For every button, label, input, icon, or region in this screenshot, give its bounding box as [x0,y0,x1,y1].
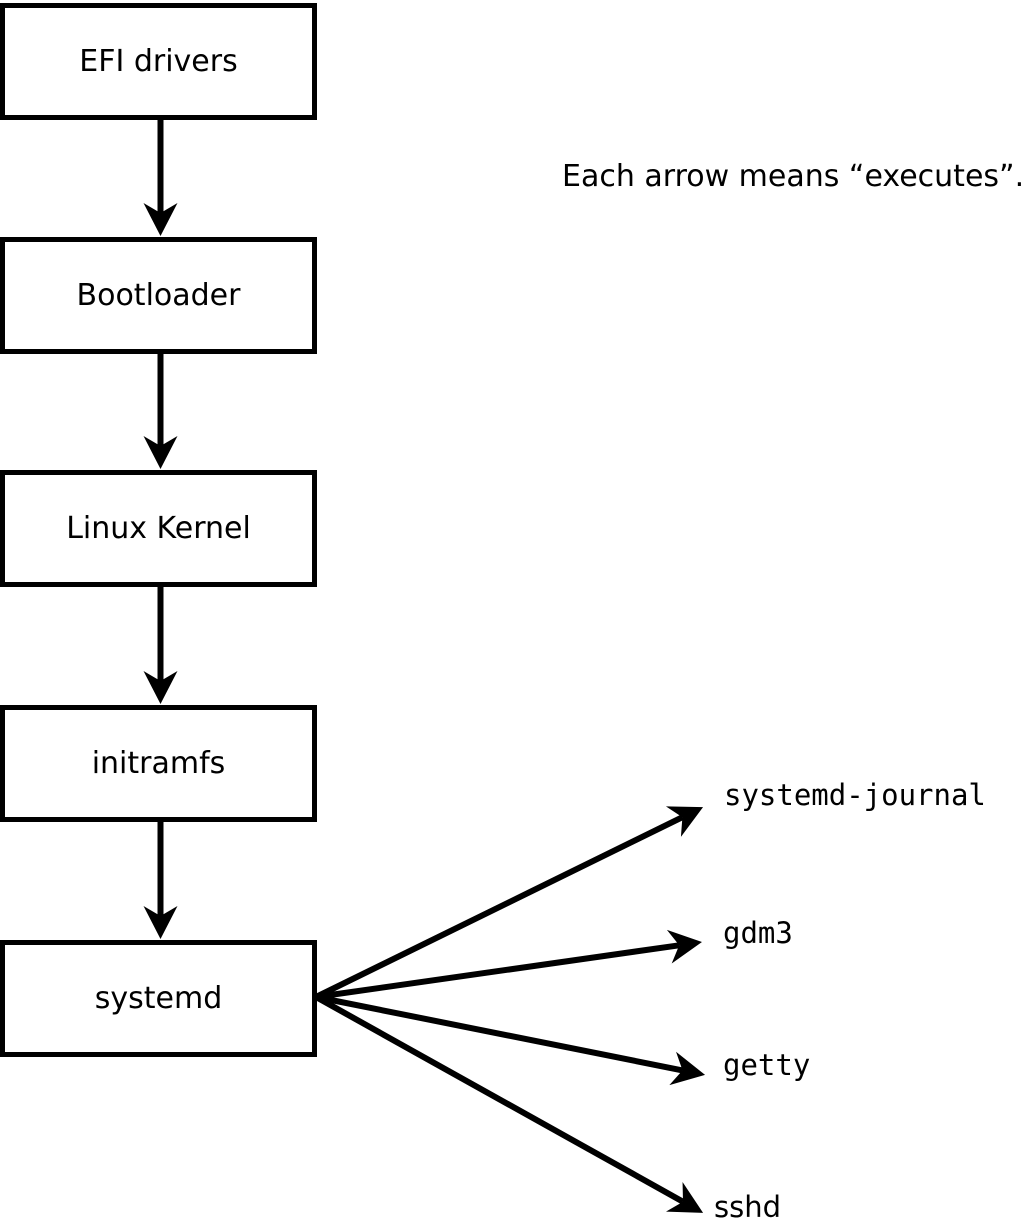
box-initramfs: initramfs [0,705,317,822]
box-efi-drivers: EFI drivers [0,3,317,120]
box-systemd-label: systemd [94,980,223,1016]
box-bootloader-label: Bootloader [76,277,241,313]
label-getty: getty [723,1048,811,1082]
arrow-systemd-to-gdm3 [315,929,702,1000]
arrow-systemd-to-systemd-journal [314,806,704,1000]
label-sshd: sshd [714,1190,782,1224]
arrow-systemd-to-sshd [314,994,704,1213]
label-gdm3: gdm3 [723,916,793,950]
box-bootloader: Bootloader [0,237,317,354]
box-linux-kernel-label: Linux Kernel [66,510,251,546]
box-systemd: systemd [0,940,317,1057]
box-efi-drivers-label: EFI drivers [79,43,238,79]
arrow-legend-note: Each arrow means “executes”. [562,159,1023,194]
label-systemd-journal: systemd-journal [724,778,986,812]
box-linux-kernel: Linux Kernel [0,470,317,587]
box-initramfs-label: initramfs [91,745,226,781]
arrow-systemd-to-getty [315,994,706,1086]
